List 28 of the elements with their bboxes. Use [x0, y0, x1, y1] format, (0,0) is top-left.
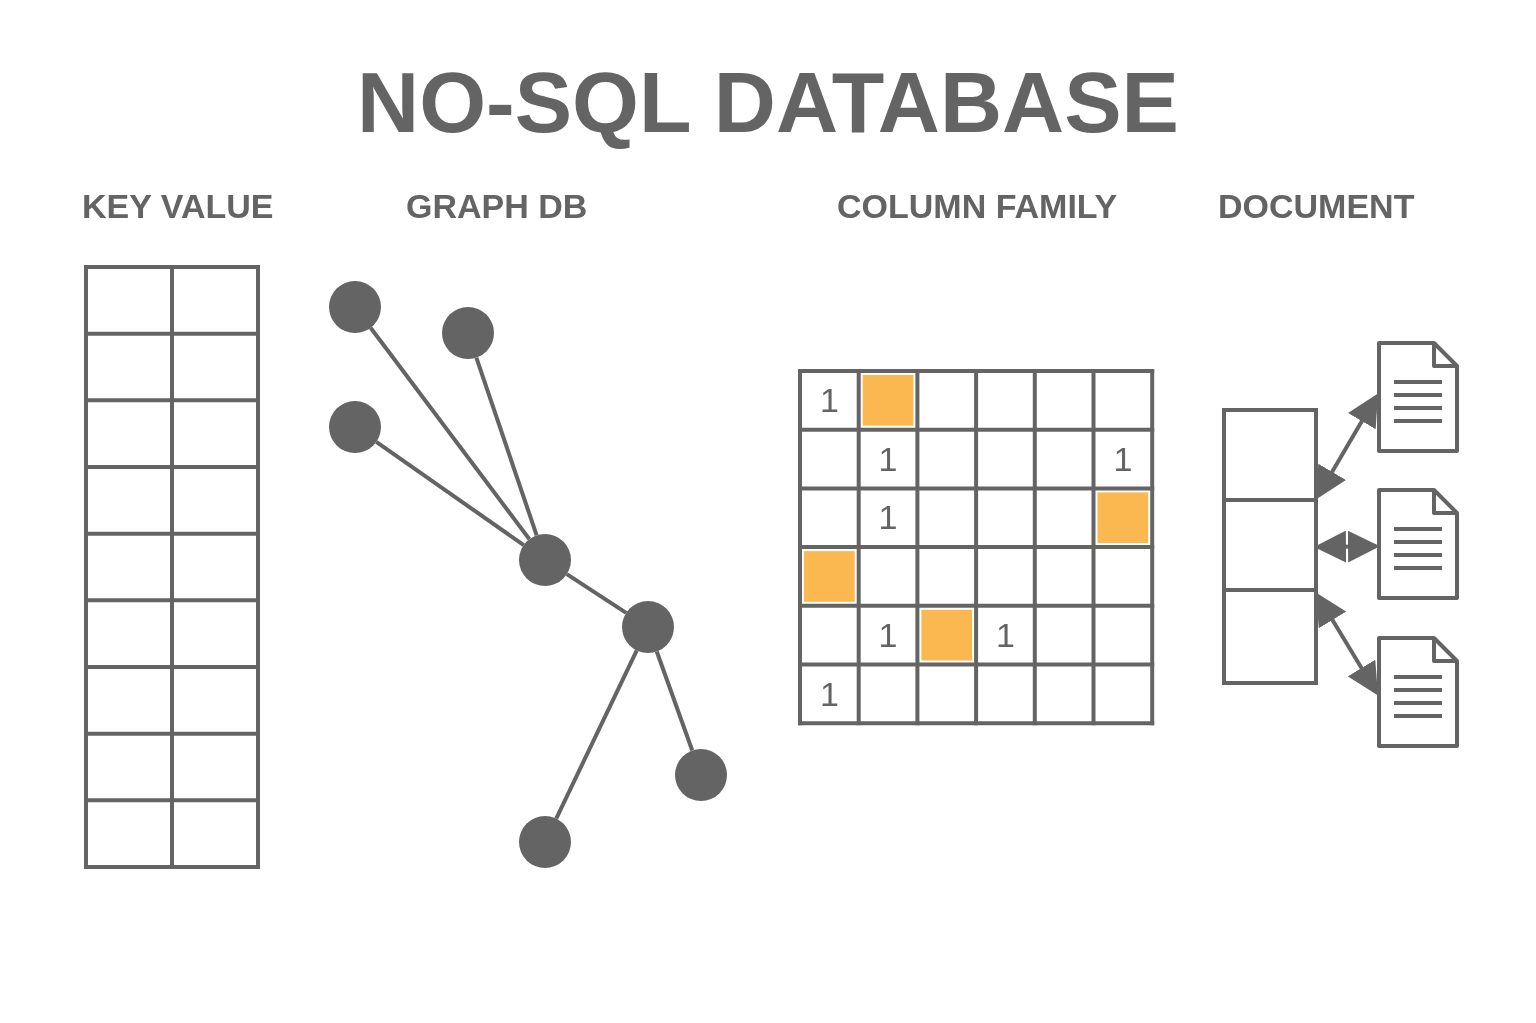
graph-node-circle: [519, 534, 571, 586]
graph-node-circle: [442, 307, 494, 359]
cell-value: 1: [994, 614, 1016, 655]
section-heading: COLUMN FAMILY: [837, 186, 1118, 226]
graph-node-circle: [675, 749, 727, 801]
document-icon: [1376, 487, 1460, 601]
connector-line: [554, 649, 639, 820]
section-heading: DOCUMENT: [1218, 186, 1415, 226]
cell-value: 1: [877, 614, 899, 655]
document-icon: [1376, 340, 1460, 454]
graph-node-circle: [519, 816, 571, 868]
connector-line: [369, 326, 531, 541]
graph-node-circle: [329, 401, 381, 453]
title: NO-SQL DATABASE: [356, 53, 1180, 152]
cell-value: 1: [877, 497, 899, 538]
document-icon: [1376, 635, 1460, 749]
graph-node-circle: [329, 281, 381, 333]
cell-value: 1: [1112, 438, 1134, 479]
connector-line: [375, 440, 525, 547]
cell-value: 1: [877, 438, 899, 479]
connector-line: [654, 650, 695, 752]
cell-value: 1: [818, 673, 840, 714]
section-heading: KEY VALUE: [82, 186, 274, 226]
graph-node-circle: [622, 601, 674, 653]
cell-value: 1: [818, 380, 840, 420]
section-heading: GRAPH DB: [406, 186, 588, 226]
connector-line: [565, 572, 628, 615]
connector-line: [474, 356, 539, 537]
